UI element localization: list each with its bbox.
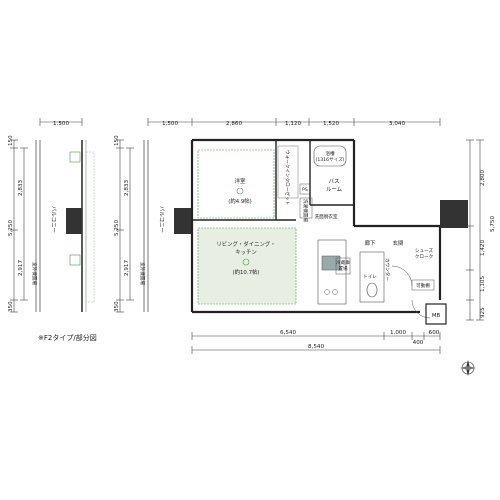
bath-label-1: バス <box>329 178 340 185</box>
dim-top-1500: 1,500 <box>162 121 178 127</box>
compass-icon <box>460 360 476 376</box>
dim-bottom-1000: 1,000 <box>390 330 406 336</box>
dim-top-2860: 2,860 <box>226 121 242 127</box>
side-dim-2917: 2,917 <box>18 260 24 276</box>
dim-top-3040: 3,040 <box>389 121 405 127</box>
entrance-label: 玄関 <box>393 239 404 247</box>
shoes-cloak-2: クローク <box>415 254 433 260</box>
bath-size-1: 浴槽 <box>325 150 335 157</box>
dim-right-1105: 1,105 <box>480 276 486 292</box>
dim-bottom-600: 600 <box>429 330 440 336</box>
column-right <box>440 200 468 228</box>
counter-label: カウンター <box>384 258 391 281</box>
fridge-label-1: 冷蔵庫 <box>336 259 350 266</box>
dim-left-150: 150 <box>114 135 120 146</box>
western-room-size: (約4.9帖) <box>228 197 252 205</box>
dim-left-350: 350 <box>114 301 120 312</box>
dim-right-1420: 1,420 <box>480 240 486 256</box>
dim-right-5750: 5,750 <box>490 216 496 232</box>
washer-label: 洗濯機置場 <box>302 199 309 222</box>
dim-left-5250: 5,250 <box>114 220 120 236</box>
bath-label-2: ルーム <box>326 186 343 193</box>
shoes-cloak-1: シューズ <box>415 247 434 254</box>
ldk-label-2: キッチン <box>235 249 257 256</box>
side-dim-350: 350 <box>8 301 14 312</box>
outdoor-unit-label: 室外機置場 <box>139 262 146 285</box>
dim-left-2917: 2,917 <box>124 260 130 276</box>
dim-bottom-8540: 8,540 <box>308 344 324 350</box>
dim-top-1120: 1,120 <box>285 121 301 127</box>
side-outdoor-unit: 室外機置場 <box>31 262 38 285</box>
dim-left-2833: 2,833 <box>124 180 130 196</box>
mb-label: MB <box>432 313 441 319</box>
column <box>174 208 192 234</box>
western-room-label: 洋室 <box>235 177 246 185</box>
storage-closet-label: 可動棚 <box>416 282 430 289</box>
balcony-label: バルコニー <box>158 206 165 233</box>
side-dim-2833: 2,833 <box>18 180 24 196</box>
dim-right-2800: 2,800 <box>480 170 486 186</box>
side-dim-5250: 5,250 <box>8 220 14 236</box>
ps-label: PS <box>302 187 308 193</box>
side-balcony-label: バルコニー <box>50 206 57 233</box>
dim-right-925: 925 <box>480 307 486 318</box>
closet-label: ウォークインクローゼット <box>284 150 291 205</box>
side-dim-150: 150 <box>8 135 14 146</box>
fridge-label-2: 置場 <box>338 265 348 272</box>
corridor-label: 廊下 <box>365 239 376 247</box>
caption: ※F2タイプ/部分図 <box>38 333 97 342</box>
main-plan: 1,500 2,860 1,120 1,520 3,040 150 2,833 … <box>114 118 496 354</box>
ldk-size: (約10.7帖) <box>233 268 260 276</box>
side-top-dim: 1,500 <box>53 121 69 127</box>
ldk-label-1: リビング・ダイニング・ <box>216 240 275 248</box>
toilet-label: トイレ <box>363 275 377 280</box>
washroom-label: 洗面脱衣室 <box>315 213 338 220</box>
bath-size-2: (1316サイズ) <box>316 156 345 163</box>
dim-bottom-6540: 6,540 <box>280 330 296 336</box>
dim-top-1520: 1,520 <box>323 121 339 127</box>
column <box>66 208 82 234</box>
dim-bottom-400: 400 <box>413 340 424 346</box>
partial-plan: 1,500 150 2,833 5,250 2,917 350 バルコニー 室外… <box>8 118 95 313</box>
